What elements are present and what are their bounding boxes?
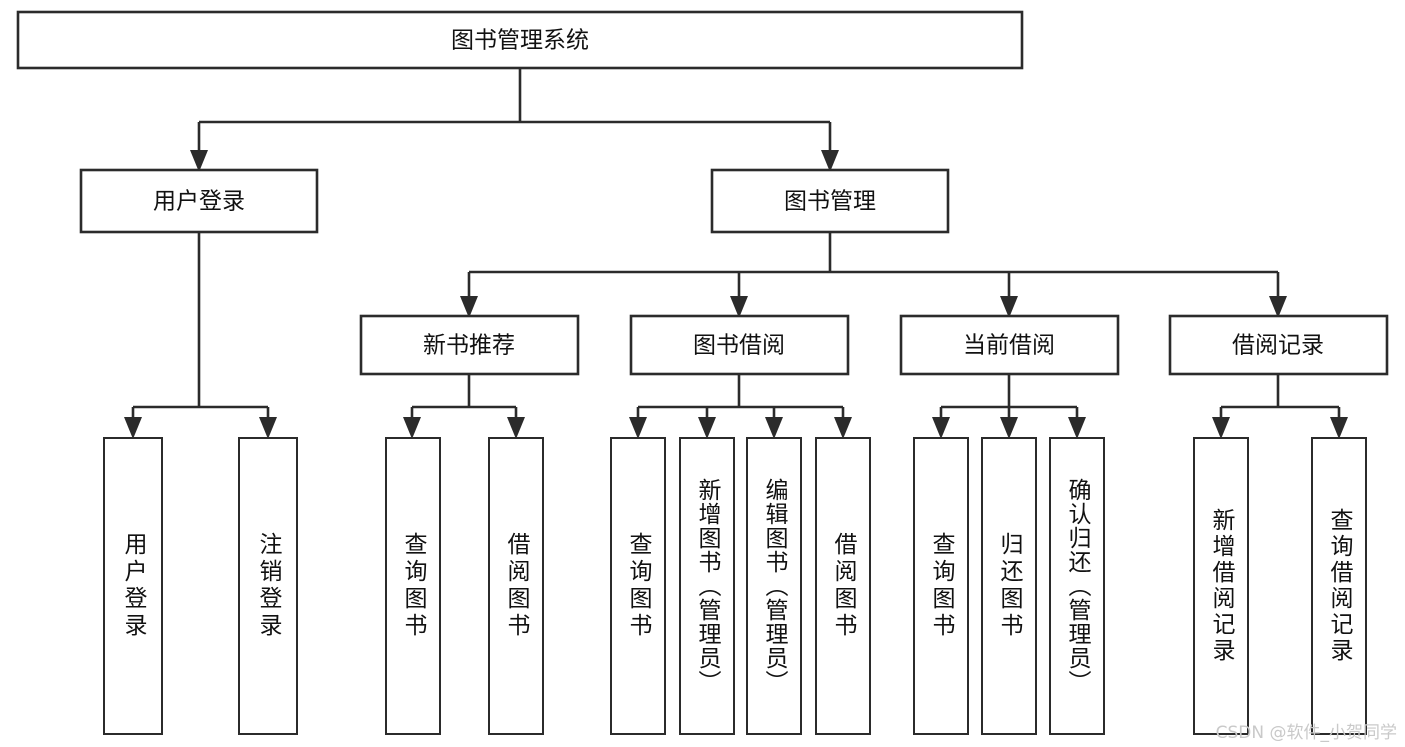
node-leaf-confirm-return-label: 确认归还（管理员） (1064, 478, 1090, 694)
node-leaf-borrow-book-2-label: 借阅图书 (830, 532, 856, 640)
arrowhead-user-login (190, 150, 208, 172)
node-leaf-query-book-1[interactable]: 查询图书 (385, 437, 441, 735)
node-leaf-query-book-1-label: 查询图书 (400, 532, 426, 640)
node-leaf-logout-label: 注销登录 (255, 532, 281, 640)
arrowhead-leaf-return-book (1000, 417, 1018, 439)
node-book-borrow-box[interactable] (629, 314, 850, 376)
arrowhead-leaf-user-login (124, 417, 142, 439)
node-leaf-return-book[interactable]: 归还图书 (981, 437, 1037, 735)
arrowhead-leaf-query-record (1330, 417, 1348, 439)
node-current-borrow[interactable]: 当前借阅 (899, 314, 1120, 376)
node-leaf-query-book-2-label: 查询图书 (625, 532, 651, 640)
node-borrow-record-label: 借阅记录 (1232, 333, 1324, 359)
arrowhead-leaf-edit-book (765, 417, 783, 439)
node-leaf-add-record[interactable]: 新增借阅记录 (1193, 437, 1249, 735)
arrowhead-leaf-confirm-return (1068, 417, 1086, 439)
arrowhead-leaf-add-book (698, 417, 716, 439)
node-leaf-add-record-label: 新增借阅记录 (1208, 508, 1234, 664)
connector-layer (124, 68, 1348, 439)
arrowhead-leaf-borrow-book-2 (834, 417, 852, 439)
node-user-login[interactable]: 用户登录 (79, 168, 319, 234)
node-leaf-query-book-2[interactable]: 查询图书 (610, 437, 666, 735)
node-book-manage-box[interactable] (710, 168, 950, 234)
node-leaf-confirm-return[interactable]: 确认归还（管理员） (1049, 437, 1105, 735)
node-book-borrow[interactable]: 图书借阅 (629, 314, 850, 376)
node-leaf-return-book-label: 归还图书 (996, 532, 1022, 640)
node-new-book-rec-box[interactable] (359, 314, 580, 376)
node-book-borrow-label: 图书借阅 (693, 333, 785, 359)
node-leaf-query-book-3-label: 查询图书 (928, 532, 954, 640)
node-leaf-add-book-label: 新增图书（管理员） (694, 478, 720, 694)
node-root-label: 图书管理系统 (451, 28, 589, 54)
node-leaf-query-book-3[interactable]: 查询图书 (913, 437, 969, 735)
node-leaf-user-login[interactable]: 用户登录 (103, 437, 163, 735)
node-leaf-edit-book-label: 编辑图书（管理员） (761, 478, 787, 694)
node-leaf-borrow-book-2[interactable]: 借阅图书 (815, 437, 871, 735)
node-leaf-query-record[interactable]: 查询借阅记录 (1311, 437, 1367, 735)
node-book-manage[interactable]: 图书管理 (710, 168, 950, 234)
node-borrow-record[interactable]: 借阅记录 (1168, 314, 1389, 376)
node-leaf-add-book[interactable]: 新增图书（管理员） (679, 437, 735, 735)
arrowhead-leaf-query-book-1 (403, 417, 421, 439)
node-new-book-rec-label: 新书推荐 (423, 333, 515, 359)
node-book-manage-label: 图书管理 (784, 189, 876, 215)
node-new-book-rec[interactable]: 新书推荐 (359, 314, 580, 376)
arrowhead-leaf-logout (259, 417, 277, 439)
arrowhead-leaf-add-record (1212, 417, 1230, 439)
node-user-login-label: 用户登录 (153, 189, 245, 215)
node-current-borrow-box[interactable] (899, 314, 1120, 376)
node-leaf-borrow-book-1-label: 借阅图书 (503, 532, 529, 640)
node-borrow-record-box[interactable] (1168, 314, 1389, 376)
arrowhead-leaf-borrow-book-1 (507, 417, 525, 439)
node-root-box[interactable] (16, 10, 1024, 70)
node-leaf-query-record-label: 查询借阅记录 (1326, 508, 1352, 664)
node-root[interactable]: 图书管理系统 (16, 10, 1024, 70)
arrowhead-leaf-query-book-3 (932, 417, 950, 439)
node-leaf-borrow-book-1[interactable]: 借阅图书 (488, 437, 544, 735)
arrowhead-leaf-query-book-2 (629, 417, 647, 439)
node-current-borrow-label: 当前借阅 (963, 333, 1055, 359)
arrowhead-book-manage (821, 150, 839, 172)
node-leaf-logout[interactable]: 注销登录 (238, 437, 298, 735)
node-user-login-box[interactable] (79, 168, 319, 234)
node-leaf-user-login-label: 用户登录 (120, 532, 146, 640)
node-leaf-edit-book[interactable]: 编辑图书（管理员） (746, 437, 802, 735)
